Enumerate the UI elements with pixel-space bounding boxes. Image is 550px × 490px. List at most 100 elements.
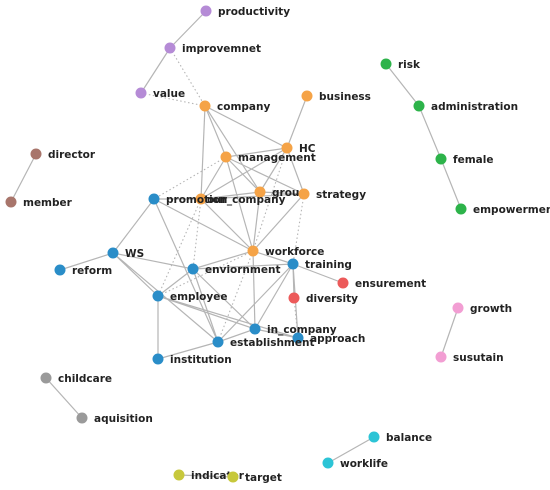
- node-establishment: establishment: [212, 336, 314, 349]
- edge-company-management: [204, 105, 227, 158]
- edge-indicator-target: [178, 474, 234, 478]
- node-group: group: [254, 186, 307, 199]
- node-layer: productivityimprovemnetvaluecompanybusin…: [5, 5, 550, 484]
- node-label-balance: balance: [386, 432, 432, 444]
- node-our_company: our_company: [195, 193, 286, 206]
- node-worklife: worklife: [322, 457, 388, 470]
- node-marker-reform: [54, 264, 66, 276]
- node-risk: risk: [380, 58, 421, 71]
- node-marker-target: [227, 471, 239, 483]
- edge-group-workforce: [252, 191, 261, 252]
- node-marker-training: [287, 258, 299, 270]
- edge-hc-our_company: [200, 147, 288, 200]
- edge-training-establishment: [217, 263, 294, 343]
- edge-ws-enviornment: [112, 252, 194, 270]
- node-diversity: diversity: [288, 292, 358, 305]
- edge-company-our_company: [200, 105, 206, 200]
- node-marker-director: [30, 148, 42, 160]
- edge-promotion-ws: [112, 198, 155, 254]
- edge-enviornment-training: [192, 263, 294, 270]
- node-marker-female: [435, 153, 447, 165]
- edge-management-our_company: [200, 156, 227, 200]
- edge-ws-reform: [59, 252, 114, 271]
- edge-ws-employee: [112, 252, 159, 297]
- edge-director-member: [10, 153, 37, 203]
- node-enviornment: enviornment: [187, 263, 280, 276]
- node-marker-workforce: [247, 245, 259, 257]
- node-improvemnet: improvemnet: [164, 42, 261, 55]
- node-employee: employee: [152, 290, 227, 303]
- node-label-diversity: diversity: [306, 293, 358, 305]
- node-ws: WS: [107, 247, 144, 260]
- node-value: value: [135, 87, 185, 100]
- edge-hc-management: [225, 147, 288, 158]
- node-label-promotion: promotion: [166, 194, 227, 206]
- node-marker-business: [301, 90, 313, 102]
- edge-management-group: [225, 156, 261, 193]
- edge-business-hc: [286, 95, 308, 149]
- edge-promotion-establishment: [153, 198, 219, 343]
- node-empowerment: empowerment: [455, 203, 550, 216]
- node-marker-susutain: [435, 351, 447, 363]
- node-marker-strategy: [298, 188, 310, 200]
- edge-our_company-workforce: [200, 198, 254, 252]
- node-marker-aquisition: [76, 412, 88, 424]
- node-marker-institution: [152, 353, 164, 365]
- node-label-aquisition: aquisition: [94, 413, 153, 425]
- node-member: member: [5, 196, 73, 209]
- edge-administration-female: [418, 105, 442, 160]
- edge-strategy-our_company: [200, 193, 305, 200]
- node-label-establishment: establishment: [230, 337, 314, 349]
- node-label-susutain: susutain: [453, 352, 504, 364]
- edge-group-strategy: [259, 191, 305, 195]
- node-label-institution: institution: [170, 354, 232, 366]
- node-reform: reform: [54, 264, 112, 277]
- node-label-management: management: [238, 152, 316, 164]
- node-management: management: [220, 151, 316, 164]
- node-marker-empowerment: [455, 203, 467, 215]
- node-marker-balance: [368, 431, 380, 443]
- edge-risk-administration: [385, 63, 420, 107]
- edge-diversity-approach: [293, 297, 299, 339]
- edge-female-empowerment: [440, 158, 462, 210]
- edge-promotion-workforce: [153, 198, 254, 252]
- edge-employee-in_company: [157, 295, 256, 330]
- edge-management-strategy: [225, 156, 305, 195]
- node-label-ws: WS: [125, 248, 144, 260]
- node-label-growth: growth: [470, 303, 512, 315]
- node-marker-productivity: [200, 5, 212, 17]
- node-marker-approach: [292, 332, 304, 344]
- edge-workforce-in_company: [252, 250, 256, 330]
- node-label-reform: reform: [72, 265, 112, 277]
- node-in_company: in_company: [249, 323, 337, 336]
- edge-in_company-approach: [254, 328, 299, 339]
- edge-enviornment-establishment: [192, 268, 219, 343]
- edge-value-company: [140, 92, 206, 107]
- node-female: female: [435, 153, 493, 166]
- node-marker-risk: [380, 58, 392, 70]
- node-label-director: director: [48, 149, 96, 161]
- node-susutain: susutain: [435, 351, 504, 364]
- node-label-business: business: [319, 91, 371, 103]
- node-marker-our_company: [195, 193, 207, 205]
- node-label-female: female: [453, 154, 493, 166]
- node-label-target: target: [245, 472, 282, 484]
- node-marker-ensurement: [337, 277, 349, 289]
- edge-company-group: [204, 105, 261, 193]
- edge-ws-establishment: [112, 252, 219, 343]
- edge-establishment-institution: [157, 341, 219, 360]
- node-administration: administration: [413, 100, 518, 113]
- node-business: business: [301, 90, 371, 103]
- edge-enviornment-employee: [157, 268, 194, 297]
- node-label-company: company: [217, 101, 270, 113]
- edge-in_company-establishment: [217, 328, 256, 343]
- node-director: director: [30, 148, 96, 161]
- node-marker-diversity: [288, 292, 300, 304]
- node-target: target: [227, 471, 282, 484]
- edge-employee-workforce: [157, 250, 254, 297]
- node-label-approach: approach: [310, 333, 365, 345]
- node-growth: growth: [452, 302, 512, 315]
- node-marker-indicator: [173, 469, 185, 481]
- node-label-in_company: in_company: [267, 324, 337, 336]
